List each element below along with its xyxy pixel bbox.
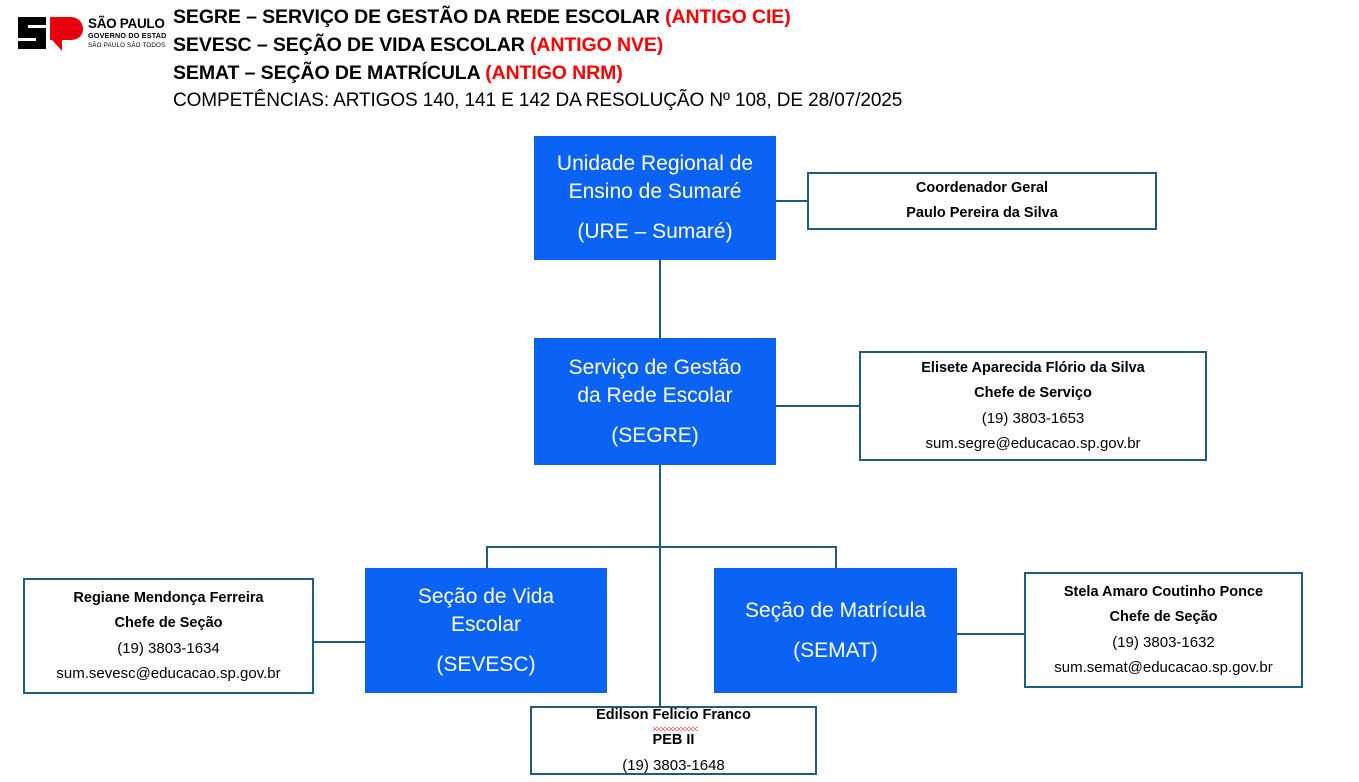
node-edilson-contact[interactable]: Edilson Felicio Franco PEB II (19) 3803-…	[530, 706, 817, 775]
connector-bus-to-semat	[835, 546, 837, 569]
node-semat-line-2: (SEMAT)	[793, 638, 878, 662]
page-header: SÃO PAULO GOVERNO DO ESTADO SÃO PAULO SÃ…	[0, 0, 1359, 120]
node-regiane-name: Regiane Mendonça Ferreira	[73, 590, 264, 606]
node-sevesc[interactable]: Seção de Vida Escolar (SEVESC)	[365, 568, 607, 693]
node-stela-phone: (19) 3803-1632	[1112, 634, 1215, 651]
connector-bus-to-sevesc	[486, 546, 488, 569]
header-text-block: SEGRE – SERVIÇO DE GESTÃO DA REDE ESCOLA…	[173, 3, 1273, 115]
header-line-segre-red: (ANTIGO CIE)	[665, 6, 791, 28]
header-line-sevesc-main: SEVESC – SEÇÃO DE VIDA ESCOLAR	[173, 34, 531, 56]
node-stela-role: Chefe de Seção	[1109, 609, 1218, 625]
node-edilson-name-first: Edilson	[596, 707, 653, 723]
node-elisete-contact[interactable]: Elisete Aparecida Flório da Silva Chefe …	[859, 351, 1207, 461]
node-elisete-role: Chefe de Serviço	[974, 385, 1092, 401]
header-line-competencias-main: COMPETÊNCIAS: ARTIGOS 140, 141 E 142 DA …	[173, 90, 903, 111]
logo-line-1: SÃO PAULO	[88, 16, 165, 31]
node-elisete-phone: (19) 3803-1653	[981, 410, 1085, 427]
node-sevesc-line-2: Escolar	[450, 612, 522, 636]
node-edilson-name-last: Franco	[698, 707, 751, 723]
connector-horizontal-bus	[486, 546, 837, 548]
connector-sevesc-to-regiane	[314, 641, 366, 643]
node-stela-email: sum.semat@educacao.sp.gov.br	[1054, 659, 1273, 676]
node-edilson-name-misspelled: Felicio	[652, 703, 698, 731]
header-line-semat-main: SEMAT – SEÇÃO DE MATRÍCULA	[173, 62, 486, 84]
node-segre-line-3: (SEGRE)	[611, 423, 699, 447]
node-edilson-name: Edilson Felicio Franco	[596, 703, 751, 731]
node-regiane-email: sum.sevesc@educacao.sp.gov.br	[56, 665, 281, 682]
header-line-sevesc: SEVESC – SEÇÃO DE VIDA ESCOLAR (ANTIGO N…	[173, 31, 1273, 59]
node-ure-line-3: (URE – Sumaré)	[577, 220, 733, 243]
header-line-segre-main: SEGRE – SERVIÇO DE GESTÃO DA REDE ESCOLA…	[173, 6, 666, 28]
node-semat[interactable]: Seção de Matrícula (SEMAT)	[714, 568, 957, 693]
connector-ure-to-coordenador	[775, 200, 808, 202]
node-regiane-role: Chefe de Seção	[114, 615, 223, 631]
node-coordenador-geral[interactable]: Coordenador Geral Paulo Pereira da Silva	[807, 172, 1157, 230]
node-elisete-email: sum.segre@educacao.sp.gov.br	[925, 435, 1141, 452]
node-ure-sumare[interactable]: Unidade Regional de Ensino de Sumaré (UR…	[534, 136, 776, 260]
logo-line-3: SÃO PAULO SÃO TODOS	[88, 42, 165, 49]
node-stela-name: Stela Amaro Coutinho Ponce	[1063, 584, 1264, 600]
header-line-semat-red: (ANTIGO NRM)	[485, 62, 623, 84]
node-regiane-phone: (19) 3803-1634	[117, 640, 220, 657]
node-edilson-phone: (19) 3803-1648	[622, 757, 725, 774]
node-ure-line-1: Unidade Regional de	[556, 152, 754, 175]
node-semat-line-1: Seção de Matrícula	[745, 598, 926, 622]
node-coordenador-name: Paulo Pereira da Silva	[906, 205, 1058, 221]
header-line-competencias: COMPETÊNCIAS: ARTIGOS 140, 141 E 142 DA …	[173, 87, 1273, 115]
node-segre-line-1: Serviço de Gestão	[568, 355, 742, 379]
header-line-semat: SEMAT – SEÇÃO DE MATRÍCULA (ANTIGO NRM)	[173, 59, 1273, 87]
node-sevesc-line-3: (SEVESC)	[436, 652, 536, 676]
header-line-segre: SEGRE – SERVIÇO DE GESTÃO DA REDE ESCOLA…	[173, 3, 1273, 31]
header-line-sevesc-red: (ANTIGO NVE)	[530, 34, 664, 56]
node-coordenador-role: Coordenador Geral	[915, 180, 1049, 196]
sao-paulo-government-logo: SÃO PAULO GOVERNO DO ESTADO SÃO PAULO SÃ…	[16, 13, 166, 53]
node-segre[interactable]: Serviço de Gestão da Rede Escolar (SEGRE…	[534, 338, 776, 465]
connector-segre-trunk-down	[659, 464, 661, 707]
node-regiane-contact[interactable]: Regiane Mendonça Ferreira Chefe de Seção…	[23, 578, 314, 694]
node-ure-line-2: Ensino de Sumaré	[568, 180, 742, 203]
node-elisete-name: Elisete Aparecida Flório da Silva	[921, 360, 1145, 376]
connector-semat-to-stela	[956, 633, 1025, 635]
node-segre-line-2: da Rede Escolar	[577, 383, 733, 407]
connector-ure-to-segre	[659, 259, 661, 339]
node-stela-contact[interactable]: Stela Amaro Coutinho Ponce Chefe de Seçã…	[1024, 572, 1303, 688]
connector-segre-to-elisete	[775, 405, 860, 407]
node-edilson-role: PEB II	[652, 732, 695, 748]
logo-line-2: GOVERNO DO ESTADO	[88, 31, 166, 40]
node-sevesc-line-1: Seção de Vida	[417, 584, 555, 608]
